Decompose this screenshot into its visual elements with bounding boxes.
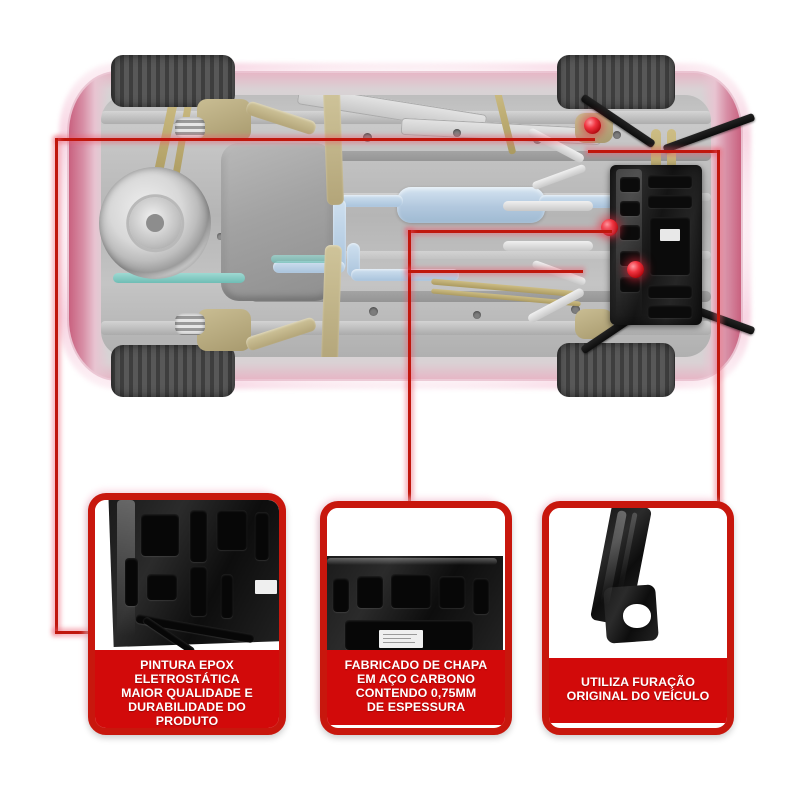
caption-line: CONTENDO 0,75MM xyxy=(355,685,477,700)
leader-line-drilling-horizontal xyxy=(588,150,717,153)
leader-line-paint-vertical xyxy=(55,138,58,634)
caption-line: FABRICADO DE CHAPA xyxy=(344,658,488,672)
skid-plate-stamping-photo xyxy=(327,508,505,650)
product-label-sticker xyxy=(379,630,423,648)
caption-line: PINTURA EPOX xyxy=(140,658,234,672)
leader-line-paint-horizontal-top xyxy=(55,138,595,141)
caption-line: UTILIZA FURAÇÃO xyxy=(581,675,695,689)
leader-line-steel-horizontal xyxy=(408,230,612,233)
skid-plate-surface-photo xyxy=(95,500,279,650)
callout-paint[interactable]: PINTURA EPOX ELETROSTÁTICA MAIOR QUALIDA… xyxy=(88,493,286,735)
caption-line: EM AÇO CARBONO xyxy=(357,671,475,686)
callout-steel[interactable]: FABRICADO DE CHAPA EM AÇO CARBONO CONTEN… xyxy=(320,501,512,735)
leader-line-steel-vertical xyxy=(408,230,411,502)
caption-line: ELETROSTÁTICA xyxy=(134,671,240,686)
product-label xyxy=(660,229,680,241)
callout-drilling-caption: UTILIZA FURAÇÃO ORIGINAL DO VEÍCULO xyxy=(549,658,727,723)
leader-line-paint-horizontal-bottom xyxy=(55,631,107,634)
mounting-hole xyxy=(623,604,651,628)
caption-line: ORIGINAL DO VEÍCULO xyxy=(566,688,710,703)
front-right-tyre xyxy=(557,343,675,397)
callout-drilling[interactable]: UTILIZA FURAÇÃO ORIGINAL DO VEÍCULO xyxy=(542,501,734,735)
callout-steel-caption: FABRICADO DE CHAPA EM AÇO CARBONO CONTEN… xyxy=(327,650,505,725)
rear-right-tyre xyxy=(111,345,235,397)
caption-line: DE ESPESSURA xyxy=(366,699,466,714)
rear-left-tyre xyxy=(111,55,235,107)
caption-line: MAIOR QUALIDADE E xyxy=(121,685,253,700)
caption-line: DURABILIDADE DO PRODUTO xyxy=(128,699,246,728)
anchor-dot-drilling xyxy=(627,261,644,278)
spare-wheel xyxy=(99,167,211,279)
skid-plate xyxy=(610,165,702,325)
callout-paint-caption: PINTURA EPOX ELETROSTÁTICA MAIOR QUALIDA… xyxy=(95,650,279,728)
anchor-dot-paint xyxy=(584,117,601,134)
front-left-tyre xyxy=(557,55,675,109)
mounting-bracket-photo xyxy=(549,508,727,658)
leader-line-drilling-vertical xyxy=(717,150,720,505)
leader-line-steel-branch xyxy=(408,270,583,273)
